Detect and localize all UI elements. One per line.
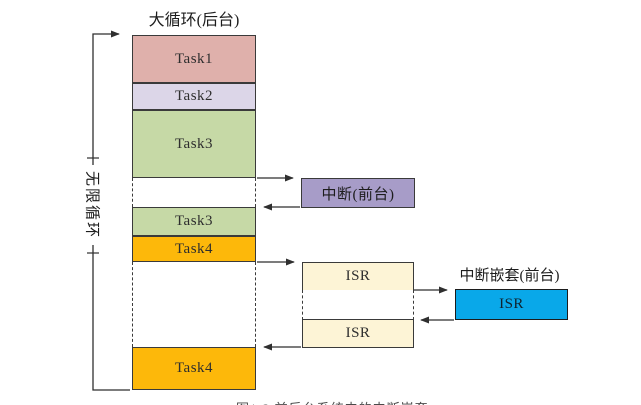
task1-label: Task1 <box>174 50 214 67</box>
nested-isr-label: ISR <box>499 296 524 312</box>
task2-label: Task2 <box>174 88 214 104</box>
interrupt-label: 中断(前台) <box>321 186 395 203</box>
isr2-box: ISR <box>302 319 414 348</box>
task1-box: Task1 <box>132 35 256 83</box>
task4-resume-label: Task4 <box>174 360 214 376</box>
task2-box: Task2 <box>132 83 256 110</box>
interrupt-box: 中断(前台) <box>301 178 415 208</box>
infinite-loop-label: 无限循环 <box>82 164 104 246</box>
background-loop-title: 大循环(后台) <box>148 12 240 29</box>
task3-resume-label: Task3 <box>174 213 214 229</box>
task3-box: Task3 <box>132 110 256 178</box>
column-suspended-gap-1 <box>132 178 256 207</box>
isr1-label: ISR <box>345 268 371 284</box>
task3-resume-box: Task3 <box>132 207 256 236</box>
task3-label: Task3 <box>174 135 214 152</box>
column-suspended-gap-2 <box>132 262 256 347</box>
nested-isr-box: ISR <box>455 289 568 320</box>
task4-resume-box: Task4 <box>132 347 256 390</box>
isr-suspended-gap <box>302 290 414 320</box>
figure-caption: 图1-2 前后台系统中的中断嵌套 <box>236 398 466 405</box>
isr2-label: ISR <box>345 325 371 341</box>
isr1-box: ISR <box>302 262 414 291</box>
task4-box: Task4 <box>132 236 256 262</box>
nested-interrupt-title: 中断嵌套(前台) <box>459 268 560 284</box>
task4-label: Task4 <box>174 240 214 257</box>
